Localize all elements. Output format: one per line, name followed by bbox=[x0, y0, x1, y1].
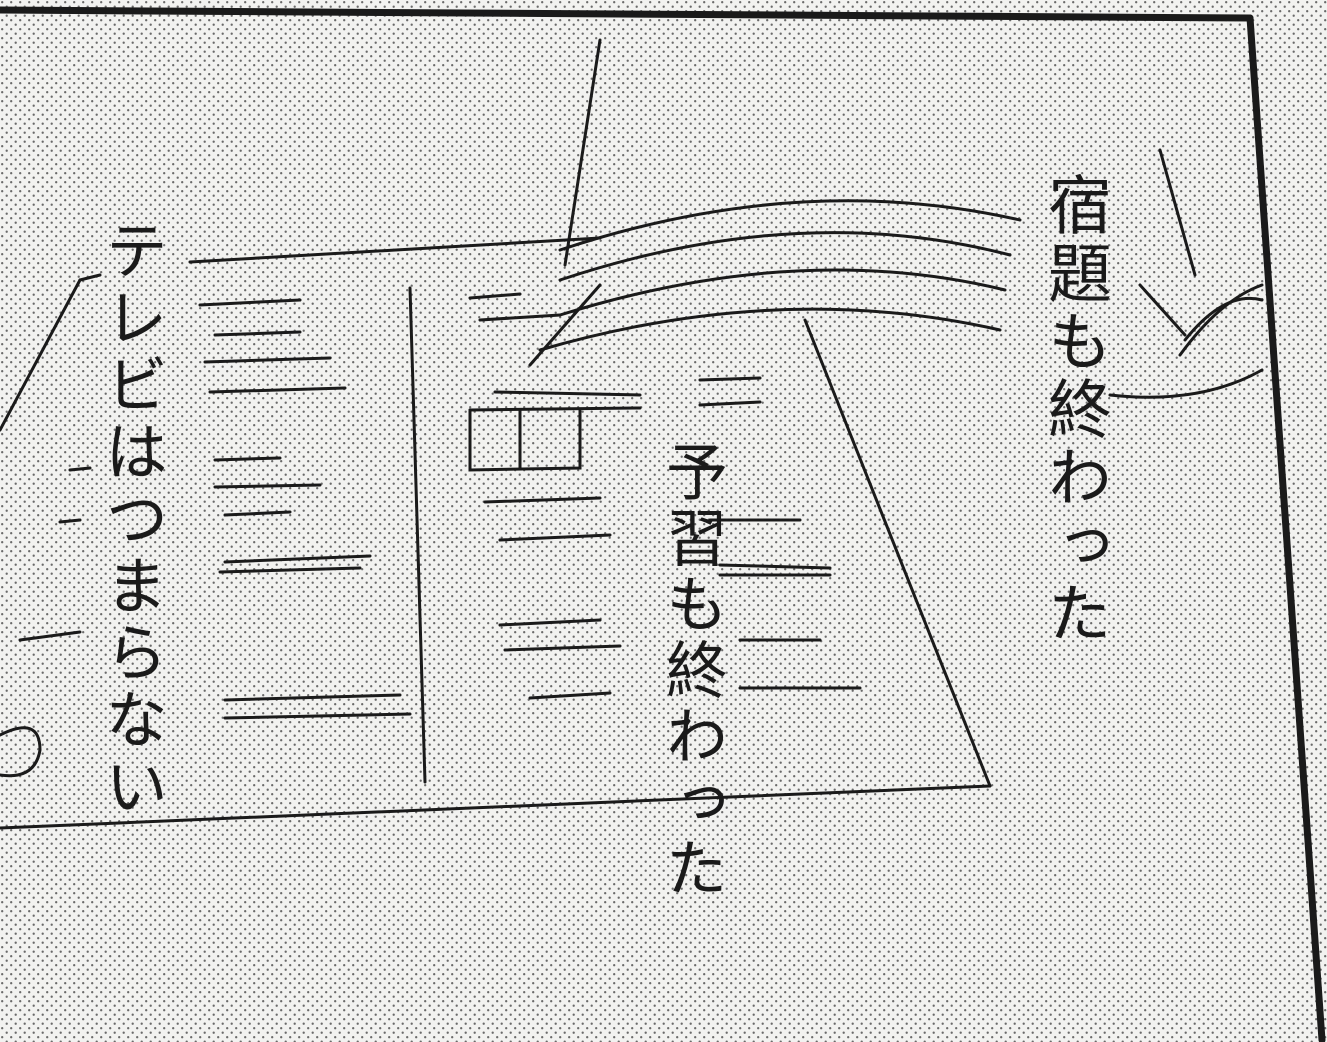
caption-homework-done: 宿題も終わった bbox=[1037, 172, 1111, 648]
caption-tv-boring: テレビはつまらない bbox=[95, 218, 168, 821]
desk-and-books-sketch bbox=[0, 38, 1264, 830]
panel-border bbox=[0, 6, 1326, 1042]
caption-preview-done: 予習も終わった bbox=[655, 440, 728, 902]
scribble-lines bbox=[18, 292, 862, 720]
